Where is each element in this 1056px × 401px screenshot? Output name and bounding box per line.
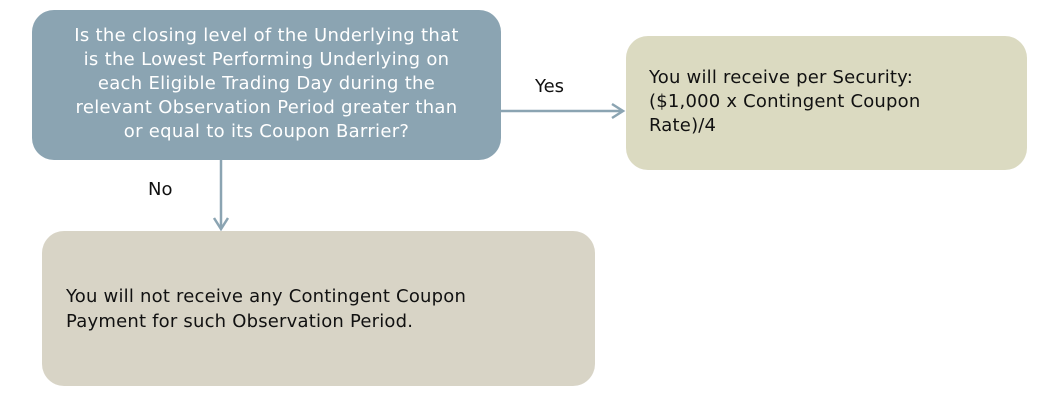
no-label: No [148, 179, 173, 200]
no-arrow [212, 160, 230, 232]
yes-outcome-box: You will receive per Security: ($1,000 x… [626, 36, 1027, 170]
decision-box: Is the closing level of the Underlying t… [32, 10, 501, 160]
decision-text: Is the closing level of the Underlying t… [74, 25, 459, 142]
no-outcome-text: You will not receive any Contingent Coup… [66, 286, 467, 332]
yes-arrow [501, 102, 626, 120]
no-outcome-box: You will not receive any Contingent Coup… [42, 231, 595, 386]
yes-label: Yes [535, 76, 565, 97]
yes-outcome-text: You will receive per Security: ($1,000 x… [649, 67, 921, 136]
